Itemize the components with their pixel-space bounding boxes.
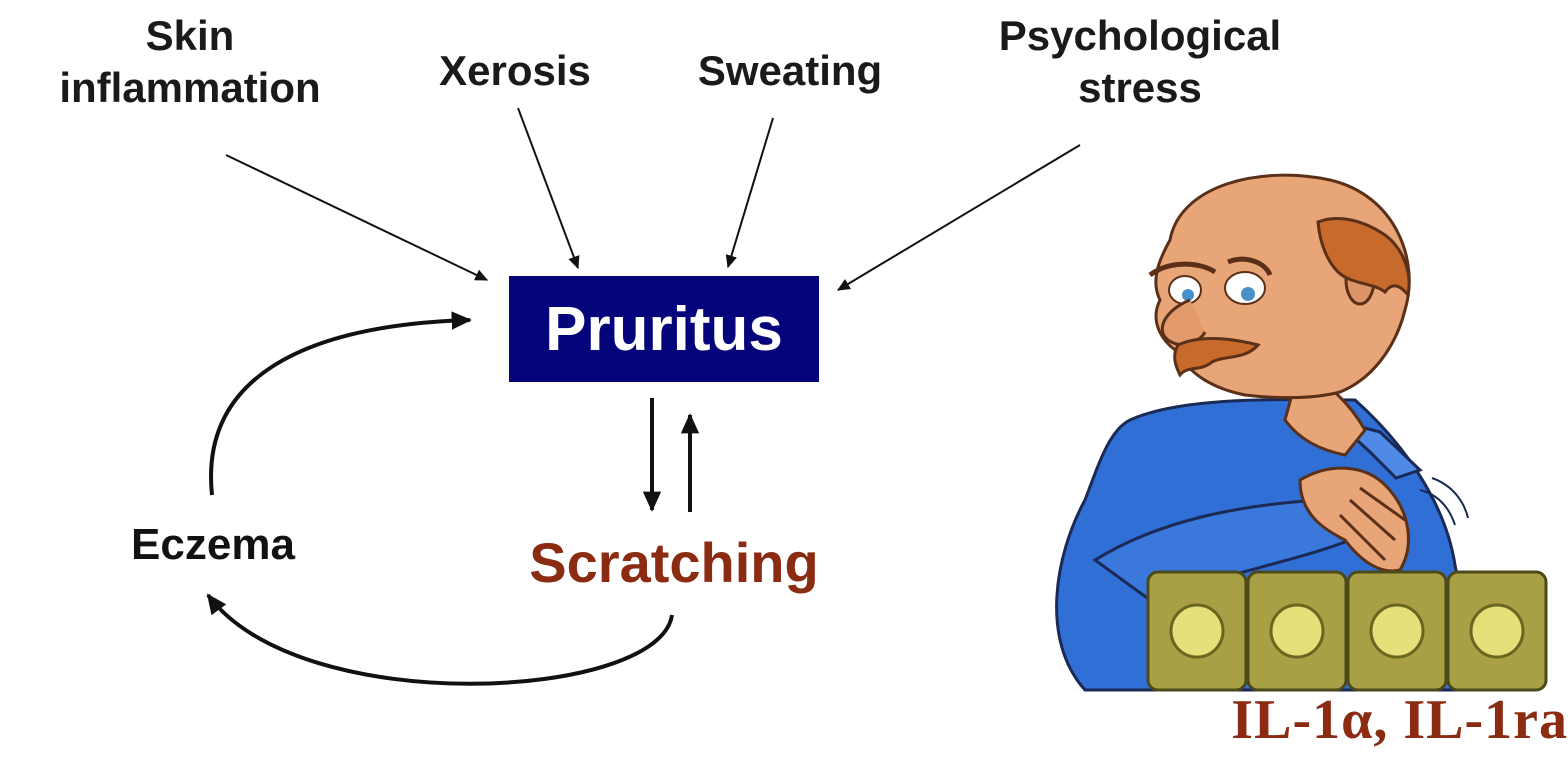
cell-nucleus: [1371, 605, 1423, 657]
cell-nucleus: [1271, 605, 1323, 657]
cell-nucleus: [1171, 605, 1223, 657]
skin-cell-row: [1148, 572, 1546, 690]
man-pupil-right: [1241, 287, 1255, 301]
cell-nucleus: [1471, 605, 1523, 657]
cytokines-label: IL-1α, IL-1ra: [1108, 688, 1568, 752]
